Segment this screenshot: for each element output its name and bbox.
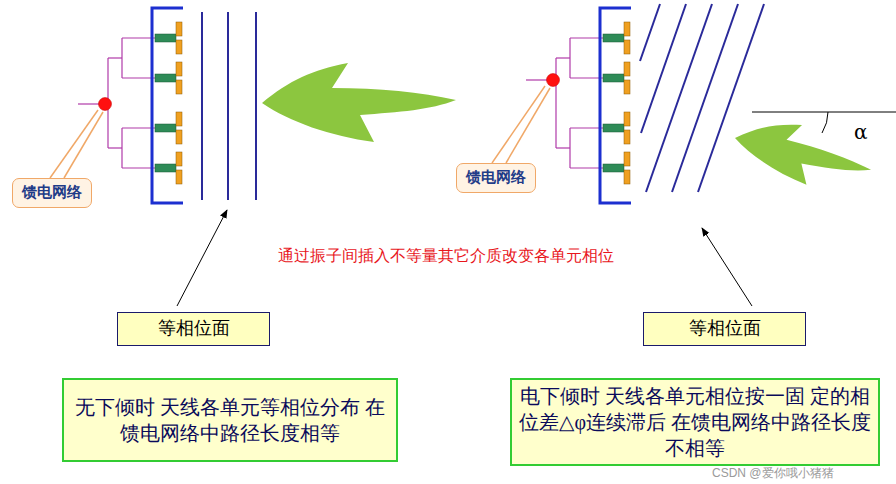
wave-arrow xyxy=(262,63,456,142)
wave-arrow-tilted xyxy=(728,110,877,199)
node-text: 等相位面 xyxy=(158,317,230,340)
tilted-phase-lines xyxy=(640,4,764,192)
angle-label: α xyxy=(854,120,868,144)
note-text: 通过振子间插入不等量其它介质改变各单元相位 xyxy=(278,246,614,267)
phase-front-lines xyxy=(202,12,256,200)
node-text: 馈电网络 xyxy=(22,183,82,203)
watermark: CSDN @爱你哦小猪猪 xyxy=(712,465,834,482)
angle-arc xyxy=(822,112,828,133)
node-text: 电下倾时 天线各单元相位按一固 定的相位差△φ连续滞后 在馈电网络中路径长度不相… xyxy=(518,383,872,461)
note-box: 无下倾时 天线各单元等相位分布 在馈电网络中路径长度相等 xyxy=(62,378,398,462)
label-box: 等相位面 xyxy=(643,312,806,346)
reference-line xyxy=(752,112,896,113)
node-text: 无下倾时 天线各单元等相位分布 在馈电网络中路径长度相等 xyxy=(70,394,390,446)
antenna-right xyxy=(526,8,631,203)
callout-box: 馈电网络 xyxy=(456,163,536,193)
note-box: 电下倾时 天线各单元相位按一固 定的相位差△φ连续滞后 在馈电网络中路径长度不相… xyxy=(510,378,880,466)
callout-box: 馈电网络 xyxy=(12,178,92,208)
pointer-arrow xyxy=(177,210,227,306)
node-text: 等相位面 xyxy=(689,317,761,340)
antenna-left xyxy=(78,8,183,203)
label-box: 等相位面 xyxy=(117,312,270,346)
node-text: 馈电网络 xyxy=(466,168,526,188)
pointer-arrow xyxy=(702,228,752,306)
